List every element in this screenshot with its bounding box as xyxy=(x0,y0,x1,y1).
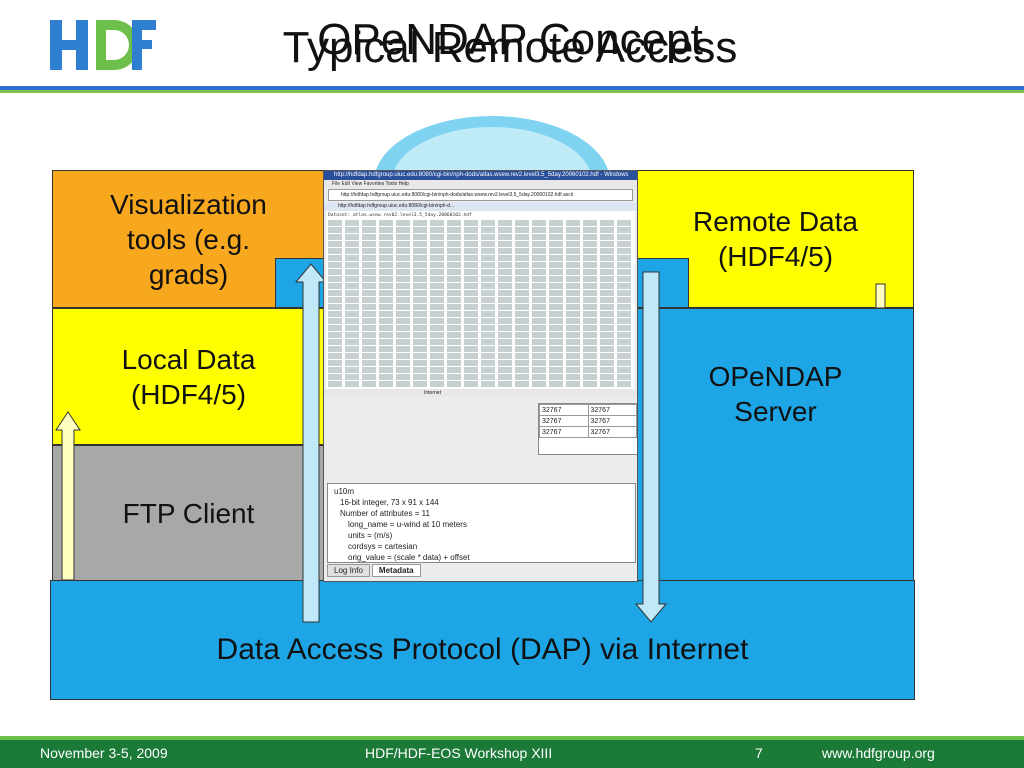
meta-line: Number of attributes = 11 xyxy=(340,509,430,518)
remote-data-label: Remote Data (HDF4/5) xyxy=(693,206,858,272)
ascii-row xyxy=(328,282,633,289)
status-bar: Internet xyxy=(324,389,637,397)
visualization-label: Visualization tools (e.g. grads) xyxy=(110,188,267,290)
footer-url: www.hdfgroup.org xyxy=(822,745,935,761)
ascii-row xyxy=(328,254,633,261)
grid-cell: 32767 xyxy=(539,426,589,438)
dap-label: Data Access Protocol (DAP) via Internet xyxy=(216,633,749,666)
ascii-row xyxy=(328,324,633,331)
ascii-row xyxy=(328,373,633,380)
ascii-row xyxy=(328,352,633,359)
grid-cell: 32767 xyxy=(587,426,637,438)
grid-cell: 32767 xyxy=(539,404,589,416)
footer-date: November 3-5, 2009 xyxy=(40,745,168,761)
address-bar: http://hdfdap.hdfgroup.uiuc.edu:8080/cgi… xyxy=(328,189,633,201)
meta-line: units = (m/s) xyxy=(348,531,393,540)
ascii-row xyxy=(328,338,633,345)
ascii-data-content: Dataset: atlas.wsew.rev02.level3.5_5day.… xyxy=(326,211,635,389)
title-front: Typical Remote Access xyxy=(282,23,738,72)
ascii-row xyxy=(328,219,633,226)
down-arrow-dap xyxy=(634,271,668,623)
footer-event: HDF/HDF-EOS Workshop XIII xyxy=(365,745,553,761)
ascii-row xyxy=(328,275,633,282)
tab-log-info[interactable]: Log Info xyxy=(327,564,370,577)
dap-internet-box: Data Access Protocol (DAP) via Internet xyxy=(50,580,915,700)
grid-cell: 32767 xyxy=(539,415,589,427)
browser-menu: File Edit View Favorites Tools Help xyxy=(324,180,637,188)
ascii-row xyxy=(328,247,633,254)
meta-line: cordsys = cartesian xyxy=(348,542,418,551)
grid-cell: 32767 xyxy=(587,415,637,427)
ascii-row xyxy=(328,366,633,373)
ascii-row xyxy=(328,233,633,240)
tab-metadata[interactable]: Metadata xyxy=(371,564,421,577)
up-arrow-local xyxy=(55,411,81,581)
ascii-row xyxy=(328,345,633,352)
ftp-client-label: FTP Client xyxy=(122,498,255,529)
title-back: OPeNDAP Concept xyxy=(317,15,703,64)
footer-accent xyxy=(0,736,1024,740)
meta-line: 16-bit integer, 73 x 91 x 144 xyxy=(340,498,439,507)
ascii-row xyxy=(328,296,633,303)
browser-screenshot: http://hdfdap.hdfgroup.uiuc.edu:8080/cgi… xyxy=(323,170,638,582)
ascii-row xyxy=(328,240,633,247)
meta-line: orig_value = (scale * data) + offset xyxy=(348,553,470,562)
meta-line: long_name = u-wind at 10 meters xyxy=(348,520,467,529)
ascii-row xyxy=(328,261,633,268)
ftp-client-box: FTP Client xyxy=(52,445,325,582)
header-divider xyxy=(0,86,1024,90)
opendap-server-label: OPeNDAP Server xyxy=(708,361,843,427)
dataset-line: Dataset: atlas.wsew.rev02.level3.5_5day.… xyxy=(328,213,472,218)
ascii-row xyxy=(328,380,633,387)
page-title: OPeNDAP Concept Typical Remote Access xyxy=(160,14,860,84)
ascii-row xyxy=(328,317,633,324)
grid-cell: 32767 xyxy=(587,404,637,416)
ascii-rows xyxy=(328,219,633,387)
ascii-row xyxy=(328,268,633,275)
hdf-logo xyxy=(50,20,156,70)
ascii-row xyxy=(328,331,633,338)
ascii-row xyxy=(328,303,633,310)
opendap-server-box: OPeNDAP Server xyxy=(637,308,914,582)
ascii-row xyxy=(328,226,633,233)
ascii-row xyxy=(328,310,633,317)
footer: November 3-5, 2009 HDF/HDF-EOS Workshop … xyxy=(0,740,1024,768)
browser-titlebar: http://hdfdap.hdfgroup.uiuc.edu:8080/cgi… xyxy=(324,171,637,187)
header-divider-green xyxy=(0,90,1024,93)
right-arrow-stub xyxy=(875,283,886,309)
up-arrow-dap xyxy=(294,263,328,623)
ascii-row xyxy=(328,289,633,296)
browser-tab: http://hdfdap.hdfgroup.uiuc.edu:8080/cgi… xyxy=(324,202,637,211)
ascii-row xyxy=(328,359,633,366)
footer-page-number: 7 xyxy=(755,745,763,761)
meta-line: u10m xyxy=(334,487,355,496)
local-data-box: Local Data (HDF4/5) xyxy=(52,308,325,445)
local-data-label: Local Data (HDF4/5) xyxy=(121,343,256,410)
metadata-panel: u10m 16-bit integer, 73 x 91 x 144 Numbe… xyxy=(327,483,636,563)
